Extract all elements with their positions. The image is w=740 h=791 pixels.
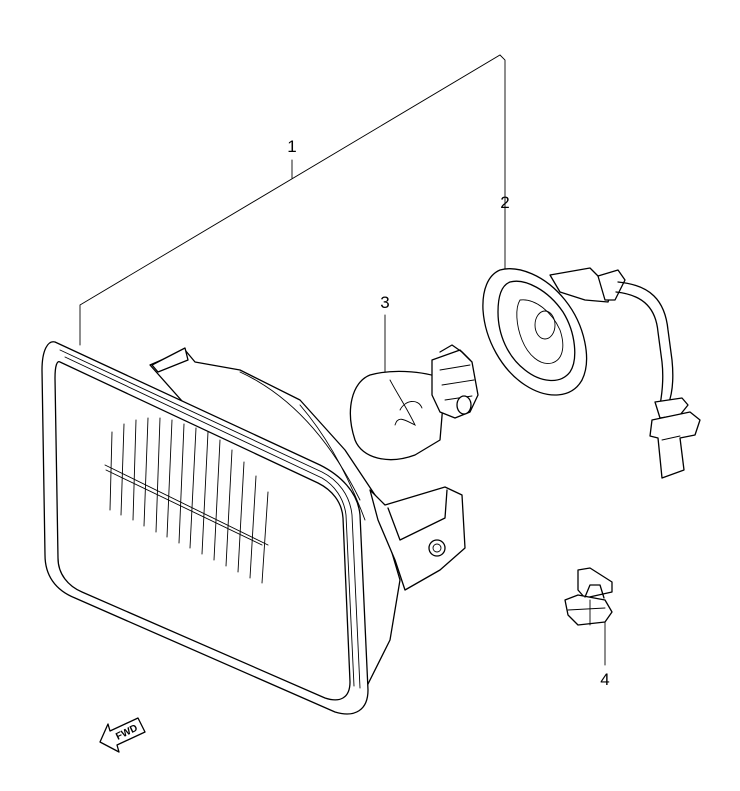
callout-labels: 1 2 3 4: [287, 137, 609, 689]
callout-2: 2: [500, 193, 509, 212]
forward-arrow-icon: FWD: [99, 717, 146, 753]
callout-1: 1: [287, 137, 296, 156]
callout-3: 3: [380, 293, 389, 312]
headlight-assembly: [41, 341, 466, 715]
clip: [564, 567, 613, 626]
callout-4: 4: [600, 670, 609, 689]
socket: [482, 267, 701, 479]
bulb: [349, 344, 479, 461]
